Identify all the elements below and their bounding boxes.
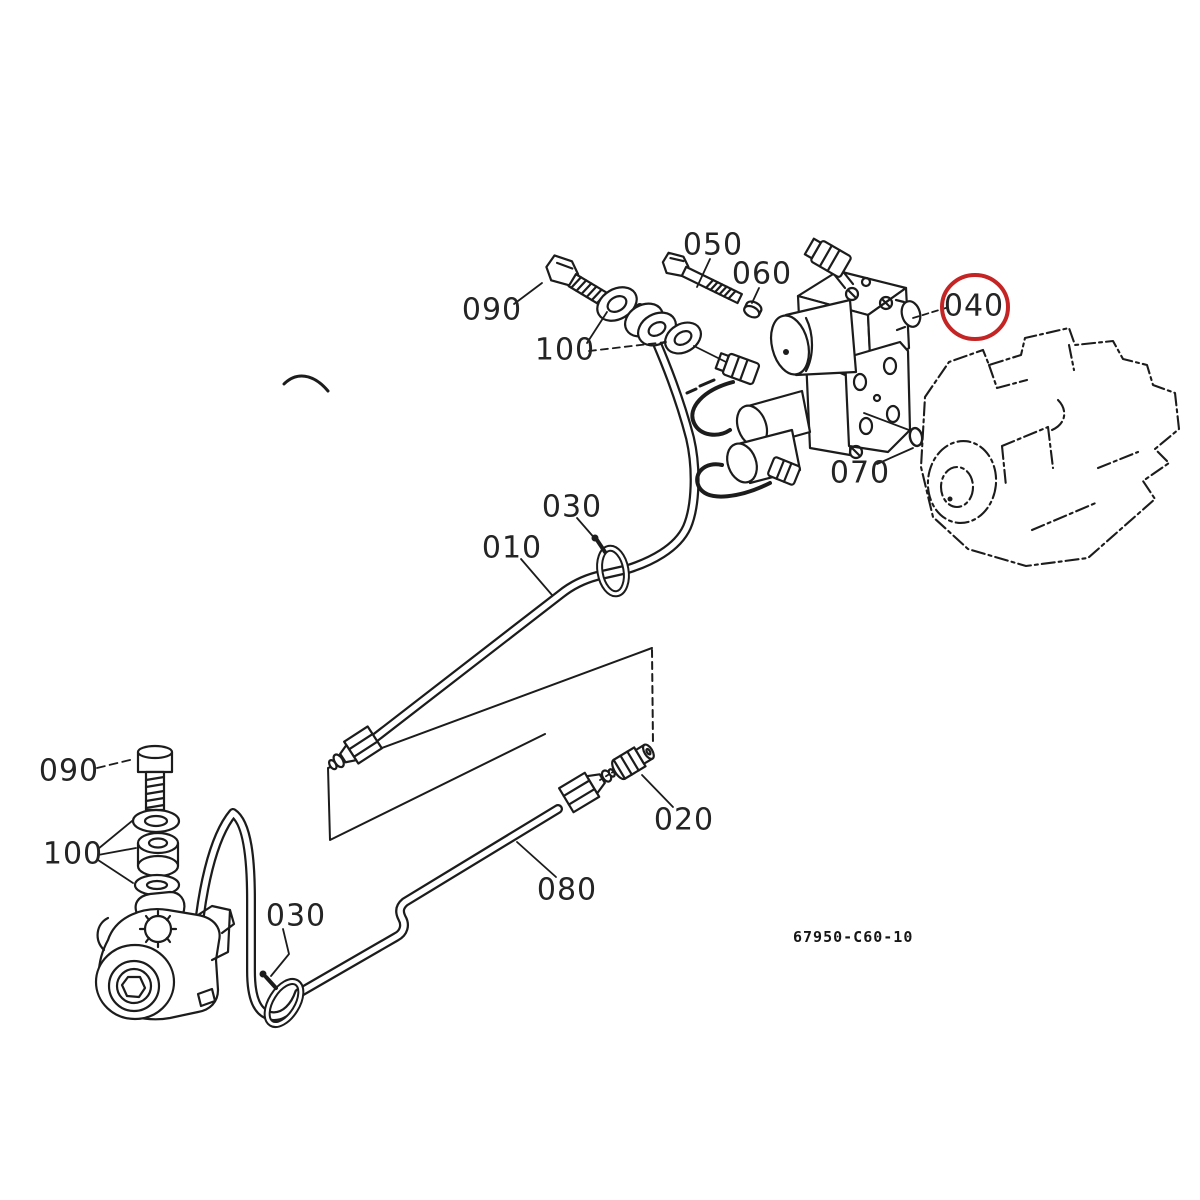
part-label-060: 060 [731, 256, 793, 292]
steering-pump [94, 890, 236, 1021]
leader-030-mid [576, 517, 598, 542]
part-label-100-top: 100 [534, 332, 596, 368]
clamp-030-mid [591, 534, 630, 598]
part-label-100-bottom: 100 [42, 836, 104, 872]
part-label-030-bottom: 030 [265, 898, 327, 934]
part-label-020: 020 [653, 802, 715, 838]
part-label-030-mid: 030 [541, 489, 603, 525]
leader-100-top-a [586, 311, 608, 344]
leader-100-bottom [97, 820, 137, 884]
stray-arc [282, 374, 330, 393]
pipe-010-end-fitting [328, 725, 383, 771]
part-label-010: 010 [481, 530, 543, 566]
clamp-030-bottom [259, 970, 305, 1028]
leader-050 [696, 258, 711, 288]
leader-090-bottom [96, 758, 135, 769]
connector-left [714, 352, 761, 386]
part-label-080: 080 [536, 872, 598, 908]
part-label-050: 050 [682, 227, 744, 263]
connector-top [803, 237, 855, 290]
highlight-circle-040 [940, 273, 1010, 341]
leader-lines [96, 258, 950, 977]
chassis-phantom-outline [919, 326, 1181, 568]
leader-080 [516, 841, 557, 878]
valve-right-port [894, 298, 922, 332]
drawing-number: 67950-C60-10 [793, 928, 914, 946]
leader-100-top-b [588, 341, 667, 352]
o-ring-070 [908, 426, 924, 448]
leader-070 [863, 412, 914, 465]
connector-bottom [767, 456, 801, 486]
leader-100-top-c [693, 345, 727, 363]
leader-010 [520, 558, 553, 596]
reference-panel-outline [327, 647, 654, 841]
bolt-090-bottom [136, 744, 174, 812]
part-label-090-top: 090 [461, 292, 523, 328]
washer-set-100-top [596, 286, 702, 355]
wire-loop-lower [695, 462, 772, 499]
washer-set-100-bottom [131, 808, 181, 915]
pipe-010 [328, 303, 700, 771]
pipe-080-end-fitting [557, 768, 616, 814]
leader-030-bottom [270, 928, 290, 977]
leader-090-top [513, 282, 543, 305]
leader-060 [751, 287, 760, 304]
part-label-090-bottom: 090 [38, 753, 100, 789]
part-label-040-highlighted: 040 [943, 288, 1005, 324]
leader-020 [641, 774, 674, 808]
solenoid-main [769, 298, 858, 377]
part-label-070: 070 [829, 455, 891, 491]
nut-060 [743, 300, 763, 319]
wire-loop-upper [690, 380, 735, 437]
bolt-050 [661, 251, 744, 305]
fitting-020 [599, 743, 655, 781]
